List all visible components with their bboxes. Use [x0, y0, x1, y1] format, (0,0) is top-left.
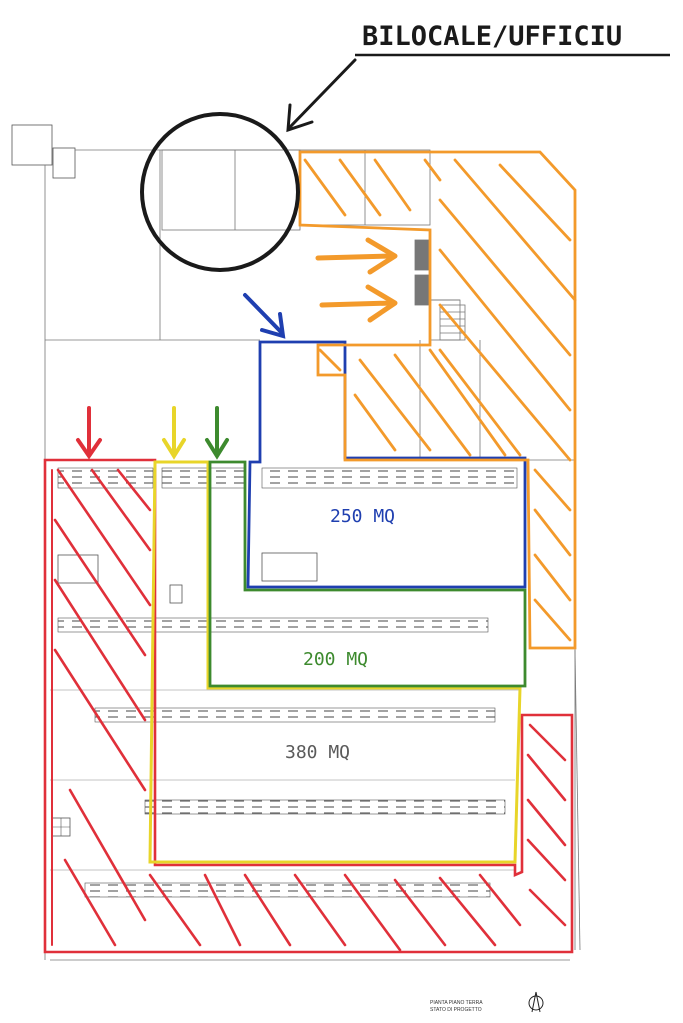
north-arrow-icon [528, 991, 544, 1013]
pointer-arrow [286, 58, 357, 133]
shelving-strips [50, 467, 520, 898]
indicator-arrows [76, 293, 286, 460]
yellow-zone [148, 460, 522, 864]
red-zone [43, 458, 574, 954]
orange-arrows [315, 237, 398, 323]
footer-line-1: PIANTA PIANO TERRA [430, 1000, 483, 1006]
green-zone [208, 460, 527, 688]
area-label-380: 380 MQ [285, 742, 350, 763]
footer-line-2: STATO DI PROGETTO [430, 1007, 482, 1013]
blue-zone [246, 340, 527, 589]
orange-zone [298, 150, 577, 650]
office-highlight-circle [140, 112, 300, 272]
area-label-200: 200 MQ [303, 649, 368, 670]
page-title: BILOCALE/UFFICIU [362, 21, 622, 52]
area-label-250: 250 MQ [330, 506, 395, 527]
